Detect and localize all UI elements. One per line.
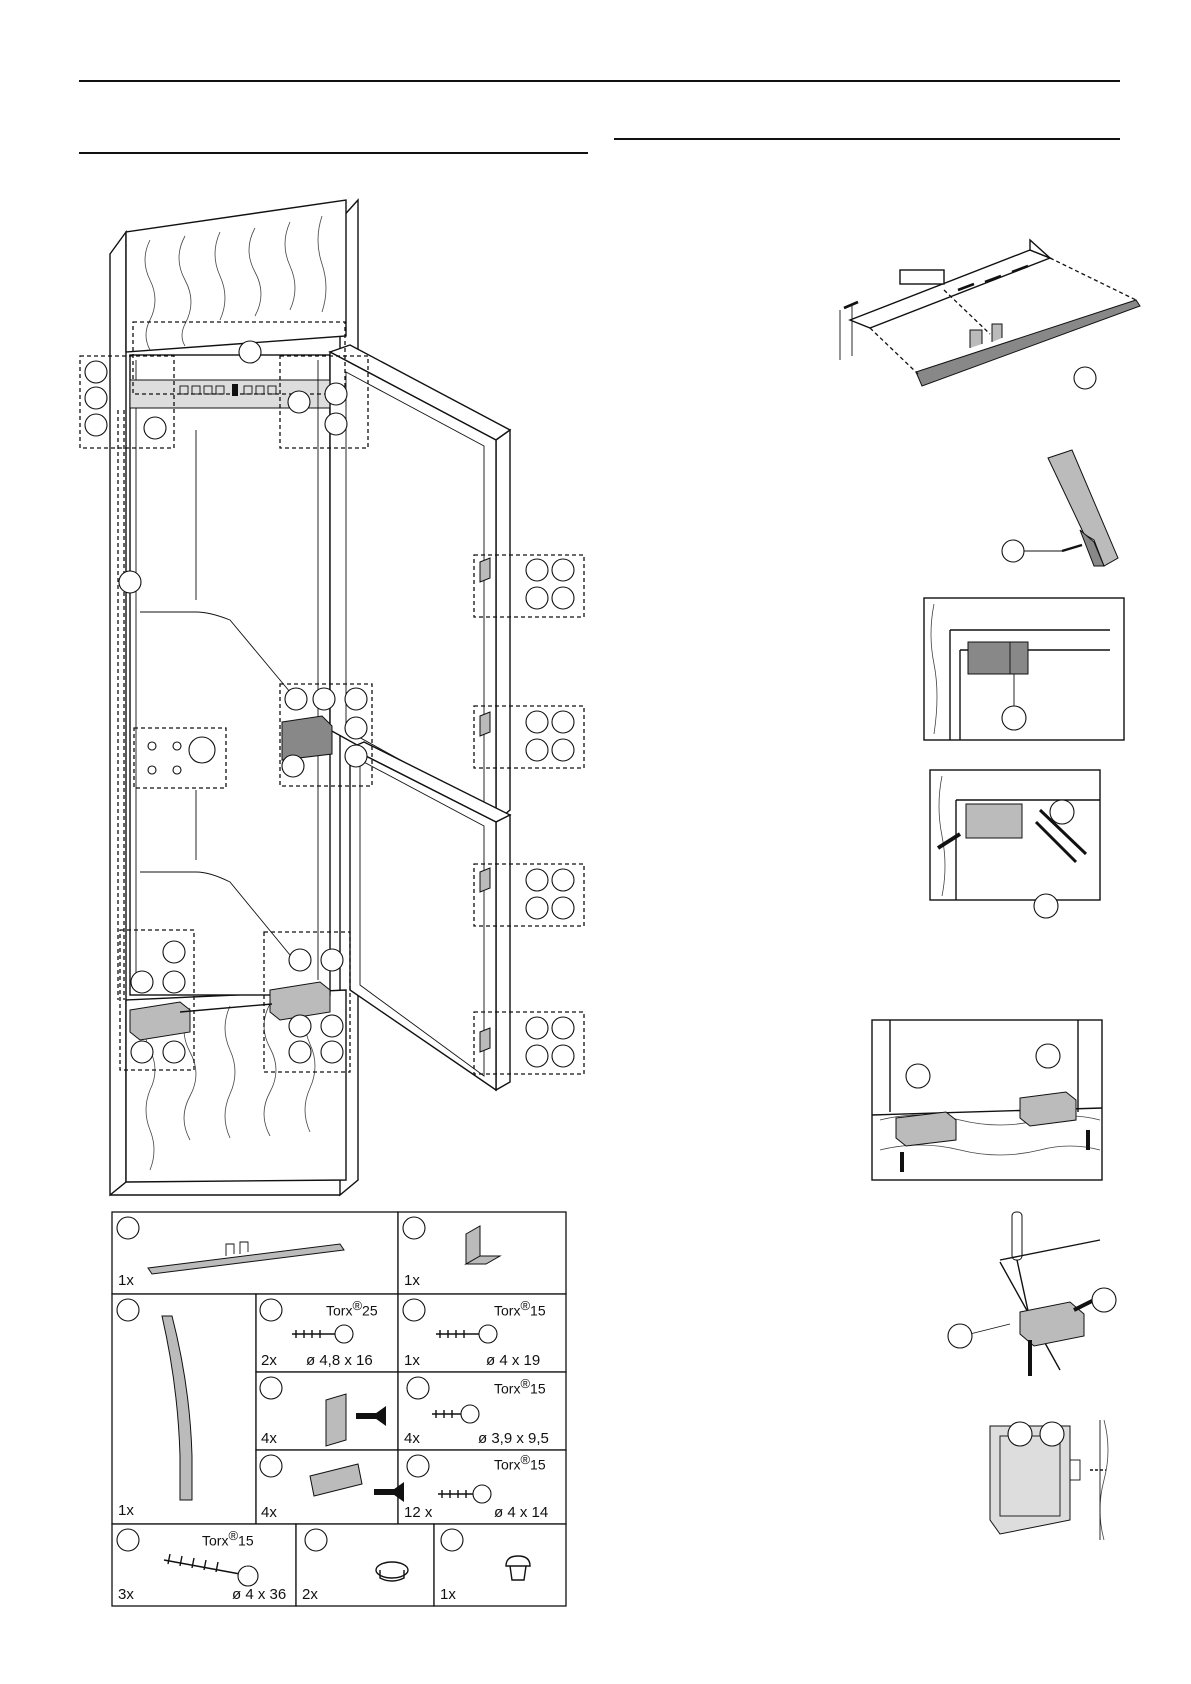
- torx-label: Torx®15: [494, 1298, 546, 1319]
- torx-label: Torx®25: [326, 1298, 378, 1319]
- cap-large-drawing: [375, 1561, 409, 1579]
- left-column-rule: [79, 152, 588, 154]
- part-spec: ø 4 x 14: [494, 1504, 549, 1521]
- part-spec: ø 4 x 36: [232, 1586, 287, 1603]
- callout-circles: [84, 340, 575, 1068]
- torx-label: Torx®15: [202, 1528, 254, 1549]
- part-qty: 1x: [440, 1586, 456, 1603]
- door-brackets: [479, 557, 491, 1053]
- part-qty: 4x: [261, 1504, 277, 1521]
- part-qty: 4x: [261, 1430, 277, 1447]
- part-qty: 2x: [261, 1352, 277, 1369]
- detail-bottom-hinges: [871, 1019, 1103, 1181]
- detail-angle-bracket: [929, 769, 1101, 919]
- part-qty: 3x: [118, 1586, 134, 1603]
- cap-small-drawing: [505, 1555, 531, 1567]
- part-qty: 2x: [302, 1586, 318, 1603]
- part-qty: 1x: [404, 1272, 420, 1289]
- detail-hinge-side: [989, 1419, 1109, 1541]
- parts-table-grid: [111, 1211, 567, 1607]
- screw-drawings: [163, 1324, 498, 1587]
- part-qty: 1x: [118, 1502, 134, 1519]
- clip-drawing: [325, 1393, 347, 1447]
- right-column-rule: [614, 138, 1120, 140]
- detail-trim-strip: [839, 238, 1141, 390]
- part-qty: 1x: [118, 1272, 134, 1289]
- gasket-drawing: [161, 1315, 193, 1501]
- torx-label: Torx®15: [494, 1452, 546, 1473]
- plate-drawing: [309, 1463, 363, 1497]
- part-spec: ø 3,9 x 9,5: [478, 1430, 549, 1447]
- detail-screwdriver: [947, 1211, 1117, 1376]
- detail-corner-block: [923, 597, 1125, 741]
- part-spec: ø 4 x 19: [486, 1352, 541, 1369]
- part-qty: 12 x: [404, 1504, 433, 1521]
- torx-label: Torx®15: [494, 1376, 546, 1397]
- trim-strip-drawing: [147, 1243, 345, 1275]
- part-spec: ø 4,8 x 16: [306, 1352, 373, 1369]
- part-qty: 1x: [404, 1352, 420, 1369]
- detail-gasket: [1001, 449, 1119, 567]
- header-rule: [79, 80, 1120, 82]
- angle-bracket-drawing: [464, 1225, 502, 1265]
- part-qty: 4x: [404, 1430, 420, 1447]
